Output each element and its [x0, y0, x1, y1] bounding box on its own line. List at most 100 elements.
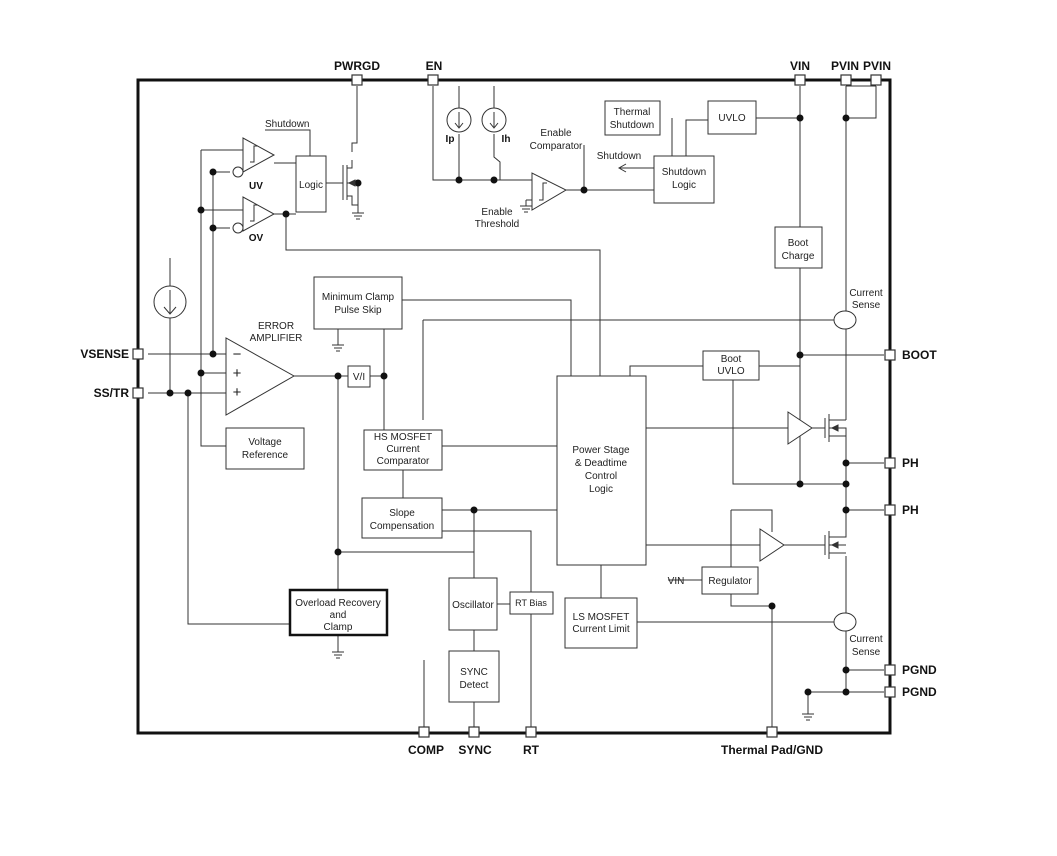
- pin-label-sstr: SS/TR: [94, 386, 130, 400]
- pin-thermal-pad[interactable]: [766, 726, 778, 738]
- min-clamp-box: [313, 276, 403, 330]
- ls-mosfet-icon: [824, 531, 847, 559]
- uv-comparator: [232, 137, 276, 178]
- sstr-current-source: [153, 258, 187, 319]
- enable-comparator-label-1: Enable: [540, 128, 572, 139]
- vi-label: V/I: [353, 372, 365, 383]
- pin-label-pvin-2: PVIN: [863, 59, 891, 73]
- pin-boot[interactable]: [884, 349, 896, 361]
- shutdown-logic-label-1: Shutdown: [662, 167, 706, 178]
- shutdown-logic-label-2: Logic: [672, 180, 696, 191]
- logic-label: Logic: [299, 180, 323, 191]
- power-stage-label-2: & Deadtime: [575, 458, 628, 469]
- pin-ph-1[interactable]: [884, 457, 896, 469]
- pin-en[interactable]: [427, 74, 439, 86]
- junction-dots: [166, 114, 850, 696]
- pin-label-pwrgd: PWRGD: [334, 59, 380, 73]
- ground-icon: [332, 205, 814, 721]
- pin-label-ph-1: PH: [902, 456, 919, 470]
- ls-limit-label-1: LS MOSFET: [573, 612, 630, 623]
- regulator-label: Regulator: [708, 576, 752, 587]
- logic-box: [295, 155, 327, 213]
- sync-detect-box: [448, 650, 500, 703]
- shutdown-label: Shutdown: [265, 119, 309, 130]
- pin-label-ph-2: PH: [902, 503, 919, 517]
- current-source-ip: [446, 86, 472, 133]
- uv-label: UV: [249, 181, 263, 192]
- pin-pgnd-2[interactable]: [884, 686, 896, 698]
- error-amplifier: [225, 337, 296, 416]
- current-sense-bottom-label-1: Current: [849, 634, 883, 645]
- hs-comparator-box: [363, 429, 443, 471]
- uvlo-box: [707, 100, 757, 135]
- pin-pvin-2[interactable]: [870, 74, 882, 86]
- oscillator-box: [448, 577, 498, 631]
- hs-comparator-label-2: Current: [386, 444, 420, 455]
- error-amp-minus: −: [233, 346, 242, 363]
- min-clamp-label-2: Pulse Skip: [334, 305, 382, 316]
- pin-squares: [132, 74, 896, 738]
- pin-label-boot: BOOT: [902, 348, 937, 362]
- component-labels: Shutdown Logic UV OV Ip Ih Enable Compar…: [233, 107, 883, 691]
- ls-gate-driver: [759, 528, 785, 562]
- pin-vin[interactable]: [794, 74, 806, 86]
- current-sense-top-label-2: Sense: [852, 300, 881, 311]
- hs-gate-driver: [787, 411, 813, 445]
- power-stage-label-1: Power Stage: [572, 445, 630, 456]
- thermal-shutdown-label-2: Shutdown: [610, 120, 654, 131]
- error-amp-plus-1: +: [233, 365, 242, 382]
- ls-current-limit-box: [564, 597, 638, 649]
- voltage-reference-label-2: Reference: [242, 450, 289, 461]
- pwrgd-mosfet-icon: [342, 160, 358, 206]
- pin-rt[interactable]: [525, 726, 537, 738]
- pin-pwrgd[interactable]: [351, 74, 363, 86]
- thermal-shutdown-label-1: Thermal: [614, 107, 651, 118]
- pin-sync[interactable]: [468, 726, 480, 738]
- oscillator-label: Oscillator: [452, 600, 494, 611]
- pin-label-sync: SYNC: [458, 743, 492, 757]
- boot-uvlo-label-2: UVLO: [717, 366, 744, 377]
- power-stage-label-4: Logic: [589, 484, 613, 495]
- pin-sstr[interactable]: [132, 387, 144, 399]
- error-amp-plus-2: +: [233, 384, 242, 401]
- voltage-reference-label-1: Voltage: [248, 437, 282, 448]
- pin-comp[interactable]: [418, 726, 430, 738]
- pin-pgnd-1[interactable]: [884, 664, 896, 676]
- slope-compensation-label-1: Slope: [389, 508, 415, 519]
- enable-comparator: [531, 172, 568, 211]
- boot-charge-box: [774, 226, 823, 269]
- boot-uvlo-box: [702, 350, 760, 381]
- ov-comparator: [232, 196, 276, 234]
- pin-labels: PWRGD EN VIN PVIN PVIN VSENSE SS/TR BOOT…: [80, 59, 937, 757]
- hs-mosfet-icon: [824, 414, 847, 442]
- sync-detect-label-1: SYNC: [460, 667, 488, 678]
- pin-label-pvin-1: PVIN: [831, 59, 859, 73]
- min-clamp-label-1: Minimum Clamp: [322, 292, 395, 303]
- ls-limit-label-2: Current Limit: [572, 624, 629, 635]
- overload-label-2: and: [330, 610, 347, 621]
- shutdown-arrow-icon: [617, 163, 627, 173]
- pin-label-pgnd-1: PGND: [902, 663, 937, 677]
- shutdown-arrow-label: Shutdown: [597, 151, 641, 162]
- pin-pvin-1[interactable]: [840, 74, 852, 86]
- rt-bias-box: [509, 591, 554, 615]
- ground-symbols: [332, 205, 814, 721]
- error-amp-label-1: ERROR: [258, 321, 294, 332]
- pin-vsense[interactable]: [132, 348, 144, 360]
- current-source-ih: [481, 86, 507, 133]
- current-sense-bottom-label-2: Sense: [852, 647, 881, 658]
- power-stage-box: [556, 375, 647, 566]
- current-sense-top-icon: [833, 310, 857, 330]
- boot-charge-label-1: Boot: [788, 238, 809, 249]
- ip-label: Ip: [446, 134, 455, 145]
- pin-ph-2[interactable]: [884, 504, 896, 516]
- slope-compensation-label-2: Compensation: [370, 521, 434, 532]
- regulator-box: [701, 566, 759, 595]
- enable-threshold-label-2: Threshold: [475, 219, 519, 230]
- hs-comparator-label-3: Comparator: [377, 456, 430, 467]
- overload-label-3: Clamp: [324, 622, 353, 633]
- pin-label-comp: COMP: [408, 743, 444, 757]
- regulator-vin-label: VIN: [668, 576, 685, 587]
- rt-bias-label: RT Bias: [515, 598, 547, 608]
